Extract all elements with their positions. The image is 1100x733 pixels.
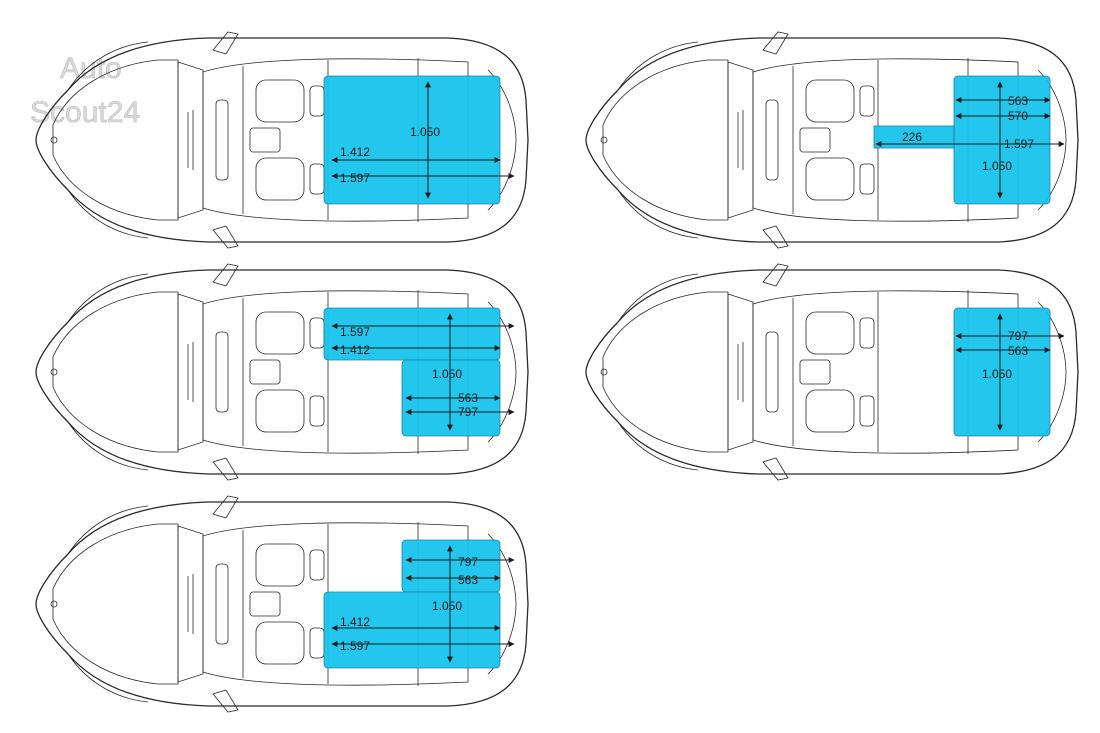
full-length-label: 1.597 [1004,137,1034,151]
car-view-4: 1.050 797 563 [585,263,1079,481]
short-length-label: 563 [458,573,478,587]
cargo-area [323,75,501,205]
width-label: 1.050 [410,125,440,139]
seatback-length-label: 797 [458,555,478,569]
floor-length-label: 1.412 [340,145,370,159]
cargo-area [953,75,1051,205]
width-label: 1.050 [982,159,1012,173]
watermark: Auto Scout24 [30,52,141,130]
width-label: 1.050 [982,367,1012,381]
cargo-area-upper [401,539,501,593]
car-view-1: 1.050 1.412 1.597 [35,31,529,249]
floor-length-label: 1.412 [340,615,370,629]
floor-length-label: 1.412 [340,343,370,357]
short-length-label: 563 [458,391,478,405]
width-label: 1.050 [432,367,462,381]
cargo-area-lower [323,591,501,669]
full-length-label: 1.597 [340,171,370,185]
passthrough-label: 226 [902,130,922,144]
car-view-2: 1.050 563 570 226 1.597 [585,31,1079,249]
full-length-label: 1.597 [340,325,370,339]
seatback-length-label: 797 [1008,329,1028,343]
car-view-3: 1.597 1.412 1.050 563 797 [35,263,529,481]
width-label: 1.050 [432,599,462,613]
car-view-5: 797 563 1.050 1.412 1.597 [35,495,529,713]
full-length-label: 1.597 [340,639,370,653]
watermark-line2: Scout24 [30,96,140,129]
mid-length-label: 570 [1008,109,1028,123]
short-length-label: 563 [1008,344,1028,358]
top-length-label: 563 [1008,94,1028,108]
seatback-length-label: 797 [458,405,478,419]
